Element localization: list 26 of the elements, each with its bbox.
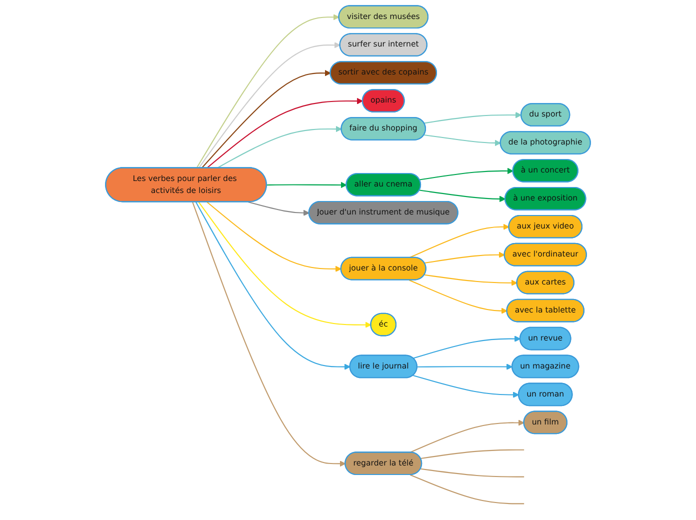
arrow: [266, 182, 347, 188]
arrow: [408, 224, 510, 258]
arrow: [408, 280, 508, 314]
connector: [420, 449, 524, 460]
connector: [410, 474, 524, 504]
connector: [420, 468, 524, 478]
arrow: [413, 336, 521, 359]
arrow: [206, 202, 342, 272]
arrow: [410, 420, 524, 454]
arrow: [424, 134, 501, 146]
arrow: [424, 112, 522, 124]
arrow: [201, 70, 331, 168]
arrow: [198, 202, 372, 328]
arrow: [413, 374, 520, 398]
arrow: [417, 364, 513, 370]
arrow: [195, 202, 350, 370]
arrow: [424, 252, 505, 264]
arrow: [419, 168, 514, 180]
arrow: [206, 98, 364, 168]
arrow: [216, 126, 342, 168]
arrow: [192, 202, 346, 467]
arrow: [424, 274, 518, 286]
arrow: [198, 42, 340, 168]
arrow: [248, 202, 310, 216]
arrow: [196, 14, 340, 168]
arrow: [419, 190, 506, 202]
